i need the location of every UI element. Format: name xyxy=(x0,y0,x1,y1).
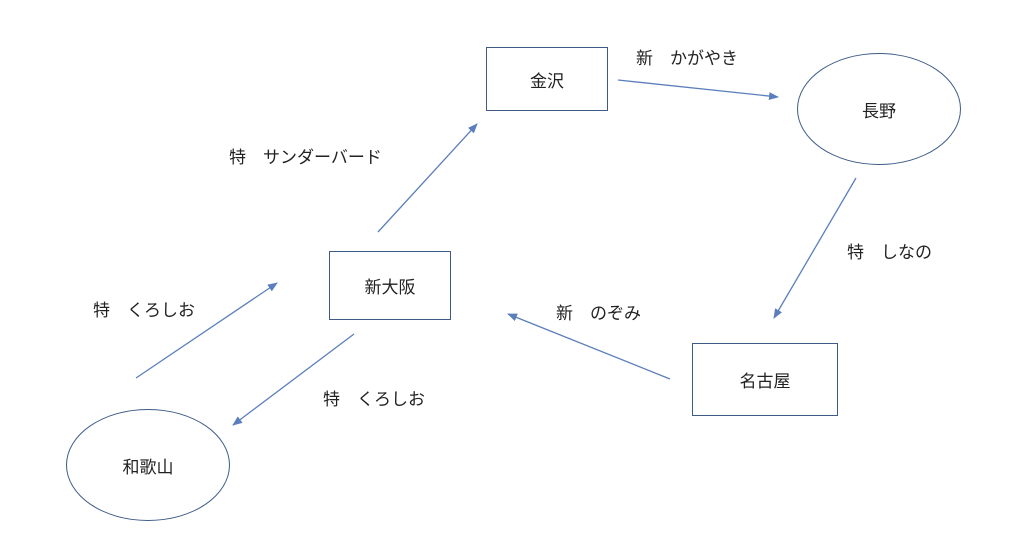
edge-label-shinano: 特 しなの xyxy=(847,243,932,263)
edge-label-kagayaki: 新 かがやき xyxy=(636,49,738,69)
edge-nozomi-arrow xyxy=(507,313,671,380)
edge-thunderbird-arrow xyxy=(377,123,478,233)
edge-kuroshio-up-arrow xyxy=(135,282,278,379)
edge-label-kuroshio-up: 特 くろしお xyxy=(93,301,195,321)
edge-kuroshio-down-arrow xyxy=(232,333,355,426)
node-nagano: 長野 xyxy=(797,53,961,165)
edge-kagayaki-arrow xyxy=(617,79,779,101)
edge-label-nozomi: 新 のぞみ xyxy=(556,304,641,324)
node-nagoya: 名古屋 xyxy=(692,343,838,416)
edge-label-kuroshio-down: 特 くろしお xyxy=(323,390,425,410)
edge-label-thunderbird: 特 サンダーバード xyxy=(229,148,382,168)
node-wakayama: 和歌山 xyxy=(66,409,230,521)
node-kanazawa: 金沢 xyxy=(486,47,608,111)
node-shin-osaka: 新大阪 xyxy=(329,251,451,320)
edge-shinano-arrow xyxy=(773,177,857,319)
